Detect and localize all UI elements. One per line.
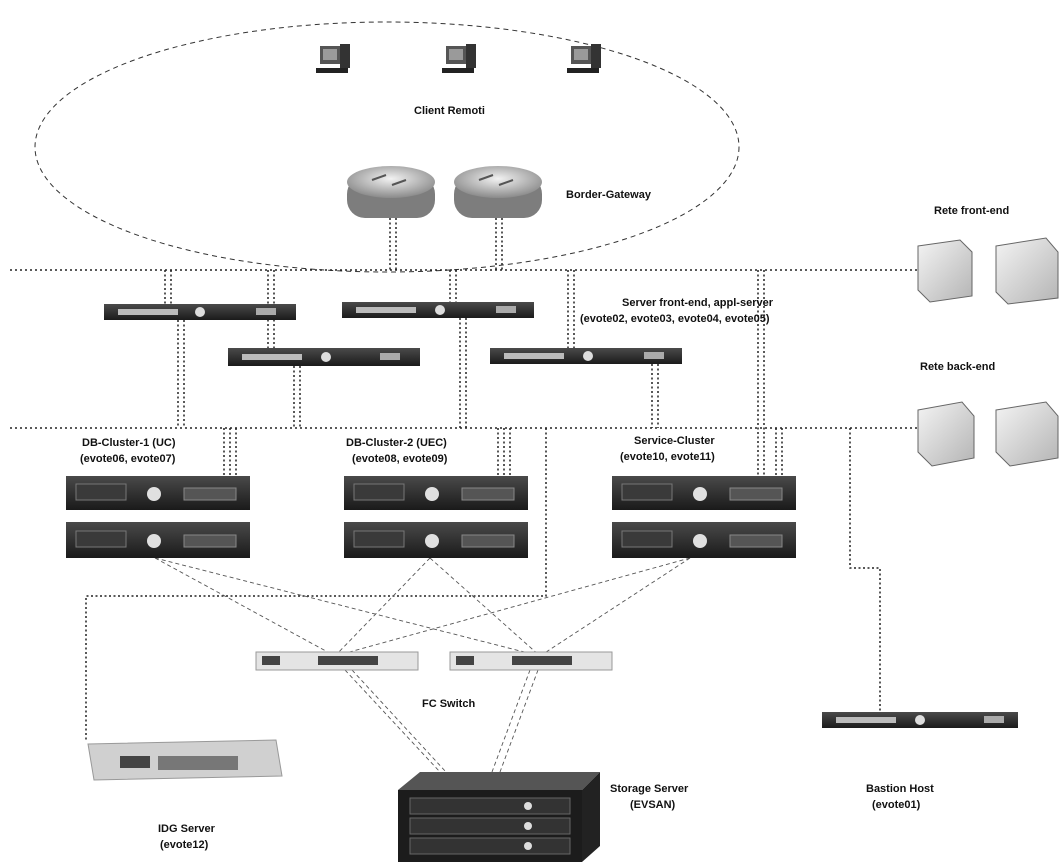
db-cluster-2-label: DB-Cluster-2 (UEC) xyxy=(346,437,447,449)
storage-server-label: Storage Server xyxy=(610,783,689,795)
db-cluster-2-hosts: (evote08, evote09) xyxy=(352,453,448,465)
network-switch-icon xyxy=(917,237,1059,467)
rack-server-icon xyxy=(612,476,796,558)
rack-server-icon xyxy=(66,476,250,558)
db-cluster-1-label: DB-Cluster-1 (UC) xyxy=(82,437,176,449)
router-icon xyxy=(347,166,435,218)
rack-server-icon xyxy=(342,302,534,318)
rete-back-end-label: Rete back-end xyxy=(920,361,996,373)
server-front-end-hosts: (evote02, evote03, evote04, evote05) xyxy=(580,313,770,325)
client-computer-icon xyxy=(442,44,476,73)
fc-switch-icon xyxy=(255,651,613,671)
rack-server-icon xyxy=(344,476,528,558)
rack-server-icon xyxy=(822,712,1018,728)
bastion-host-host: (evote01) xyxy=(872,799,921,811)
idg-server-host: (evote12) xyxy=(160,839,209,851)
rack-server-icon xyxy=(228,348,420,366)
server-front-end-label: Server front-end, appl-server xyxy=(622,297,773,309)
storage-array-icon xyxy=(398,772,600,862)
client-remote-label: Client Remoti xyxy=(414,105,485,117)
client-network-ellipse xyxy=(34,21,740,273)
client-computer-icon xyxy=(567,44,601,73)
network-links xyxy=(85,218,881,740)
service-cluster-hosts: (evote10, evote11) xyxy=(620,451,715,463)
rack-server-icon xyxy=(490,348,682,364)
fc-switch-label: FC Switch xyxy=(422,698,476,710)
bastion-host-label: Bastion Host xyxy=(866,783,934,795)
rete-front-end-label: Rete front-end xyxy=(934,205,1010,217)
storage-server-host: (EVSAN) xyxy=(630,799,676,811)
border-gateway-label: Border-Gateway xyxy=(566,189,651,201)
rack-server-icon xyxy=(87,739,283,781)
service-cluster-label: Service-Cluster xyxy=(634,435,715,447)
client-computer-icon xyxy=(316,44,350,73)
db-cluster-1-hosts: (evote06, evote07) xyxy=(80,453,176,465)
idg-server-label: IDG Server xyxy=(158,823,215,835)
san-links xyxy=(154,557,691,773)
router-icon xyxy=(454,166,542,218)
rack-server-icon xyxy=(104,304,296,320)
